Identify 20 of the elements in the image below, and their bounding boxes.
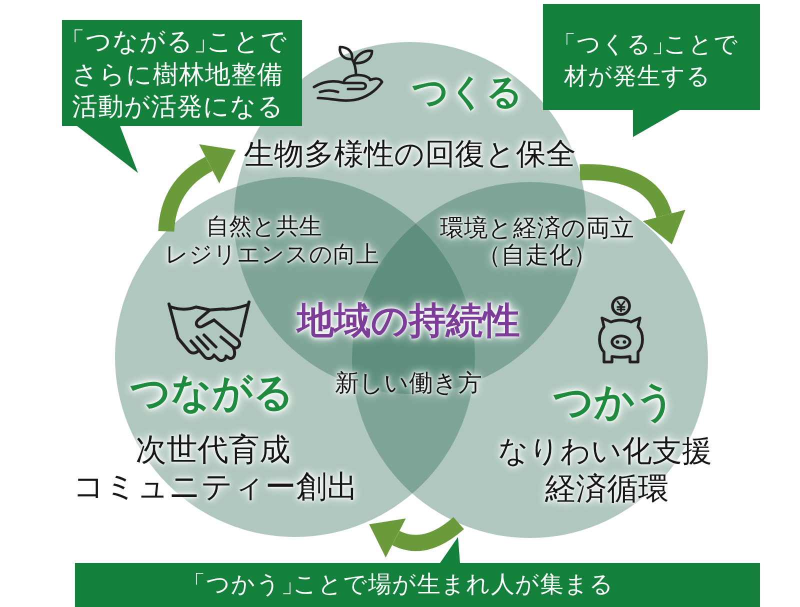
callout-text: 「つながる」ことでさらに樹林地整備活動が活発になる	[72, 26, 288, 124]
section-heading: つくる	[412, 72, 523, 114]
banner-text: 「つかう」ことで場が生まれ人が集まる	[194, 570, 614, 598]
section-heading: つかう	[553, 379, 676, 426]
center-heading: 地域の持続性	[297, 299, 520, 343]
description-text: 経済循環	[545, 471, 669, 508]
description-text: コミュニティー創出	[73, 469, 358, 506]
section-heading: つながる	[130, 370, 294, 418]
description-text: 次世代育成	[136, 432, 290, 469]
speech-bubble	[62, 20, 302, 173]
callout-text: 「つくる」ことで材が発生する	[564, 29, 740, 92]
overlap-text: レジリエンスの向上	[165, 242, 379, 270]
overlap-text: 新しい働き方	[335, 369, 482, 398]
speech-bubble	[543, 4, 760, 137]
curved-arrow	[580, 164, 685, 244]
description-text: なりわい化支援	[498, 434, 712, 470]
overlap-text: 自然と共生	[206, 214, 322, 242]
banner	[75, 537, 760, 607]
overlap-text: 環境と経済の両立（自走化）	[438, 215, 635, 269]
description-text: 生物多様性の回復と保全	[244, 137, 576, 172]
